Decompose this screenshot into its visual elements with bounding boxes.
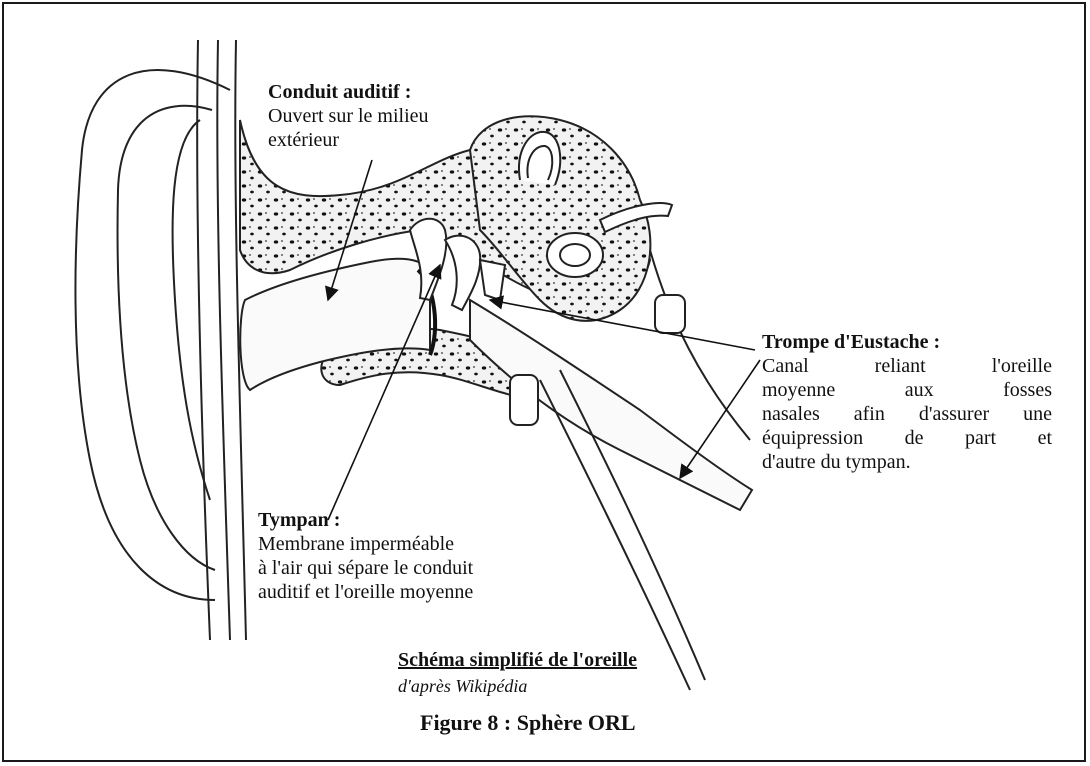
label-tympan: Tympan : Membrane imperméable à l'air qu… [258, 508, 548, 604]
arrow-eustache-2 [680, 360, 760, 478]
label-eustache-line: équipression de part et [762, 426, 1052, 450]
label-eustache-line: moyenne aux fosses [762, 378, 1052, 402]
label-conduit-title: Conduit auditif : [268, 81, 411, 103]
caption-source: d'après Wikipédia [398, 674, 818, 698]
label-eustache-line: d'autre du tympan. [762, 450, 1052, 474]
label-tympan-line: auditif et l'oreille moyenne [258, 581, 473, 603]
diagram-caption: Schéma simplifié de l'oreille d'après Wi… [398, 648, 818, 698]
wall-lines [197, 40, 246, 640]
label-trompe-eustache: Trompe d'Eustache : Canal reliant l'orei… [762, 330, 1052, 474]
figure-title: Figure 8 : Sphère ORL [420, 710, 636, 736]
label-eustache-line: nasales afin d'assurer une [762, 402, 1052, 426]
label-eustache-line: Canal reliant l'oreille [762, 354, 1052, 378]
label-tympan-title: Tympan : [258, 509, 340, 531]
label-eustache-title: Trompe d'Eustache : [762, 331, 940, 353]
caption-title: Schéma simplifié de l'oreille [398, 648, 818, 672]
label-tympan-line: à l'air qui sépare le conduit [258, 557, 473, 579]
pinna [75, 70, 230, 600]
label-conduit-auditif: Conduit auditif : Ouvert sur le milieu e… [268, 80, 528, 152]
label-tympan-line: Membrane imperméable [258, 533, 454, 555]
label-conduit-line: extérieur [268, 129, 339, 151]
label-conduit-line: Ouvert sur le milieu [268, 105, 429, 127]
